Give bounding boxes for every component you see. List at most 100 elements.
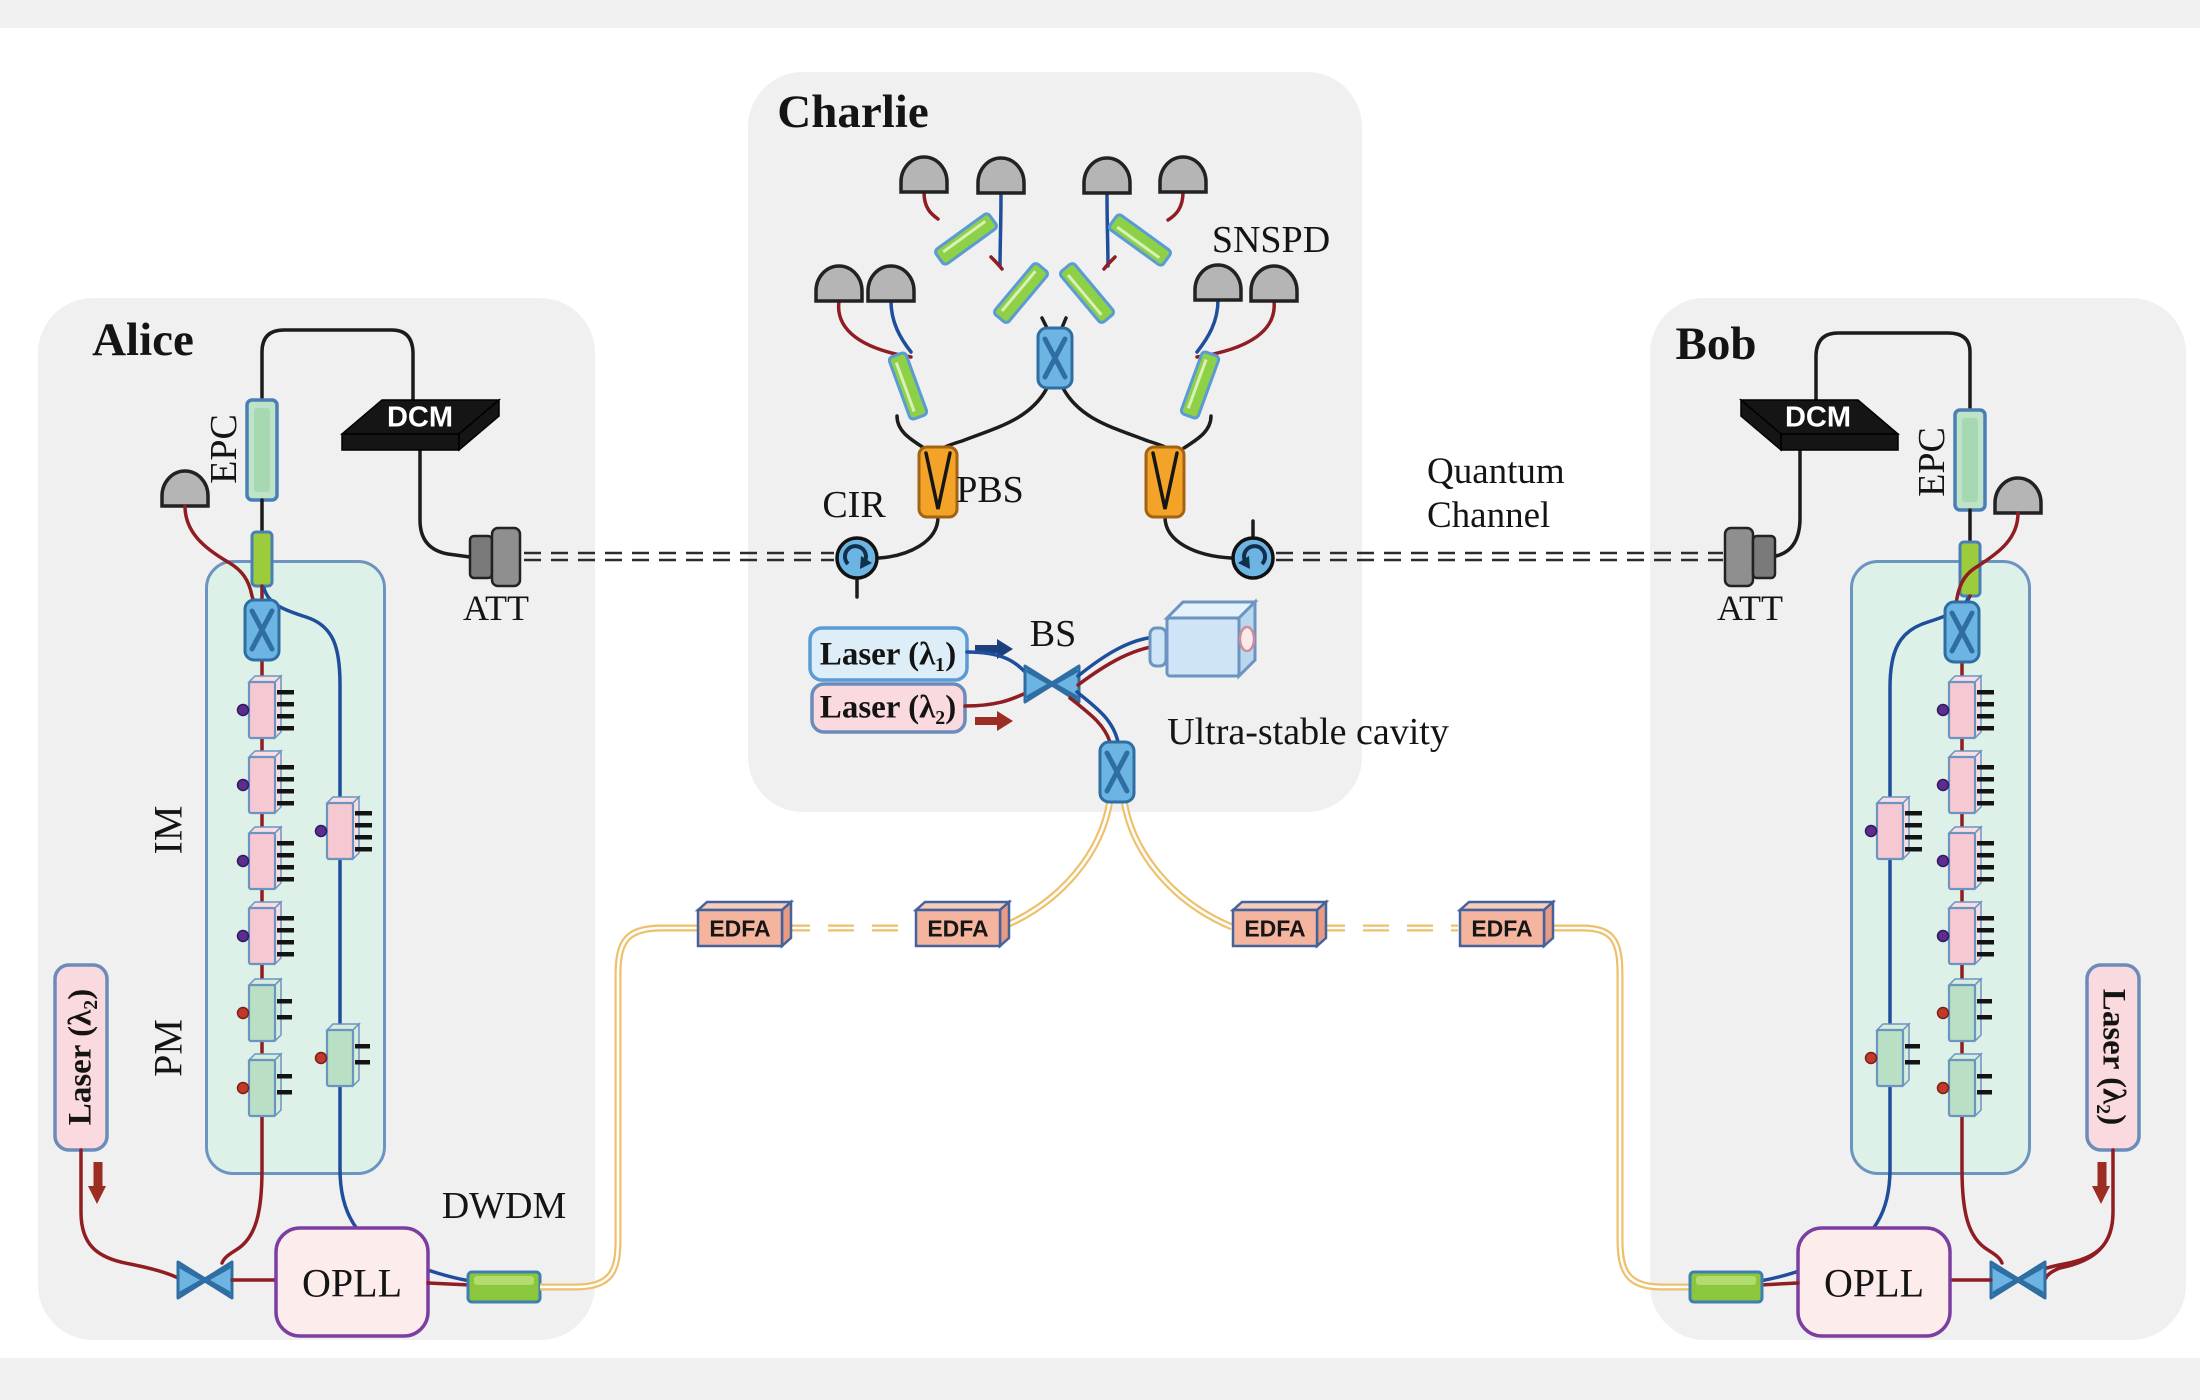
pbs-label: PBS: [956, 469, 1024, 511]
yellow-fiber-to-coupler-right: [1120, 799, 1234, 931]
fiber-squeezer: [250, 530, 274, 588]
fiber-snspd6: [889, 299, 913, 354]
snspd-detector: [899, 155, 949, 194]
fiber-snspd8: [1195, 299, 1276, 359]
dcm-module-side: [1740, 398, 1782, 452]
alice-beam-splitter-coupler: [245, 600, 279, 660]
epc-label: EPC: [1911, 427, 1953, 497]
alice-title: Alice: [92, 314, 194, 366]
att-attenuator: [468, 534, 494, 580]
snspd-detector: [1158, 155, 1208, 194]
ultra-stable-cavity: [1148, 598, 1259, 680]
bob-section: [1688, 331, 2141, 1338]
fiber-snspd5: [836, 299, 913, 359]
charlie-section: [808, 155, 1723, 802]
polarization-controller-rod: [886, 350, 930, 422]
charlie-interference-coupler: [1038, 328, 1072, 388]
alice-opll-coupler: [178, 1262, 232, 1298]
top-margin-strip: [0, 0, 2200, 28]
cir-label: CIR: [822, 484, 886, 526]
intensity-modulator: [1864, 795, 1924, 861]
fiber-bs-down-blue: [1075, 690, 1120, 744]
dcm-label: DCM: [1784, 401, 1852, 434]
dcm-module-front: [341, 433, 460, 451]
right-arrow-icon-red: [975, 717, 998, 725]
down-arrow-icon: [2097, 1162, 2107, 1186]
polarization-controller-rod: [991, 260, 1051, 326]
fiber-pbs-to-cir-right: [1163, 515, 1233, 560]
intensity-modulator: [1936, 825, 1996, 891]
edfa-label: EDFA: [709, 915, 771, 942]
quantum-channel-label: Quantum Channel: [1427, 451, 1565, 537]
right-arrow-head-red: [997, 711, 1013, 731]
intensity-modulator: [1936, 674, 1996, 740]
circulator-right: [1231, 536, 1275, 580]
phase-modulator: [236, 977, 294, 1043]
intensity-modulator: [236, 825, 296, 891]
cavity-label: Ultra-stable cavity: [1167, 711, 1449, 753]
yellow-fiber-to-coupler-left-core: [1001, 799, 1112, 929]
fiber-opll-to-dwdm-bob: [1758, 1281, 1800, 1287]
opll-label: OPLL: [302, 1260, 402, 1306]
edfa-label: EDFA: [1471, 915, 1533, 942]
snspd-detector: [976, 156, 1026, 195]
right-arrow-icon-blue: [975, 645, 998, 653]
bs-label: BS: [1029, 613, 1077, 655]
fiber-bs-cavity-blue: [1076, 635, 1156, 678]
circulator-left: [835, 536, 879, 580]
yellow-fiber-to-coupler-left: [1000, 799, 1114, 931]
fiber-snspd7: [1195, 298, 1220, 354]
polarization-controller-rod: [1106, 211, 1174, 269]
fiber-snspd4: [1166, 190, 1185, 222]
intensity-modulator: [236, 749, 296, 815]
down-arrow-head: [2092, 1186, 2110, 1204]
att-attenuator: [1751, 534, 1777, 580]
dcm-module-front: [1780, 433, 1899, 451]
epc-inner: [1962, 418, 1978, 502]
im-label: IM: [145, 805, 191, 855]
monitor-detector-dome: [1993, 476, 2043, 515]
att-label: ATT: [463, 588, 529, 628]
intensity-modulator: [236, 900, 296, 966]
fiber-dcm-to-att: [418, 448, 472, 559]
bottom-margin-strip: [0, 1358, 2200, 1400]
yellow-fiber-right-core: [1546, 926, 1692, 1289]
phase-modulator: [1936, 1052, 1994, 1118]
snspd-detector: [1249, 264, 1299, 303]
polarization-controller-rod: [1178, 349, 1222, 421]
fiber-laser-to-coupler: [79, 1148, 180, 1280]
fiber-epc-to-dcm-bob: [1814, 331, 1972, 414]
fiber-modulator-chain-bob: [1960, 660, 2004, 1265]
att-label: ATT: [1717, 588, 1783, 628]
fiber-pbs-to-cir-left: [877, 515, 940, 560]
right-arrow-head-blue: [997, 639, 1013, 659]
fiber-dome-to-coupler: [183, 504, 256, 604]
snspd-detector: [1193, 263, 1243, 302]
polarization-controller-rod: [1057, 260, 1117, 326]
charlie-title: Charlie: [777, 86, 929, 138]
fiber-rod4-rod3: [1102, 255, 1117, 271]
laser-lambda2-box: [810, 682, 967, 734]
snspd-detector: [1082, 156, 1132, 195]
pm-label: PM: [145, 1019, 191, 1077]
alice-laser-label: Laser (λ₂): [62, 988, 99, 1126]
pbs-right: [1144, 445, 1186, 519]
epc-label: EPC: [203, 414, 245, 484]
bob-laser-label: Laser (λ₂): [2095, 988, 2132, 1126]
yellow-fiber-to-coupler-right-core: [1122, 799, 1233, 929]
pbs-left: [917, 445, 959, 519]
charlie-distribution-coupler: [1100, 742, 1134, 802]
snspd-detector: [866, 264, 916, 303]
intensity-modulator: [236, 674, 296, 740]
fiber-coupler-pbs-right: [1061, 386, 1171, 451]
att-attenuator-flange: [490, 526, 522, 588]
fiber-snspd3: [1105, 191, 1110, 268]
fiber-rodL-pbs: [895, 414, 926, 450]
polarization-controller-rod: [932, 210, 1000, 268]
fiber-snspd1: [922, 190, 940, 221]
opll-label: OPLL: [1824, 1260, 1924, 1306]
dwdm-label: DWDM: [441, 1185, 567, 1227]
fiber-rodR-pbs: [1182, 414, 1213, 450]
